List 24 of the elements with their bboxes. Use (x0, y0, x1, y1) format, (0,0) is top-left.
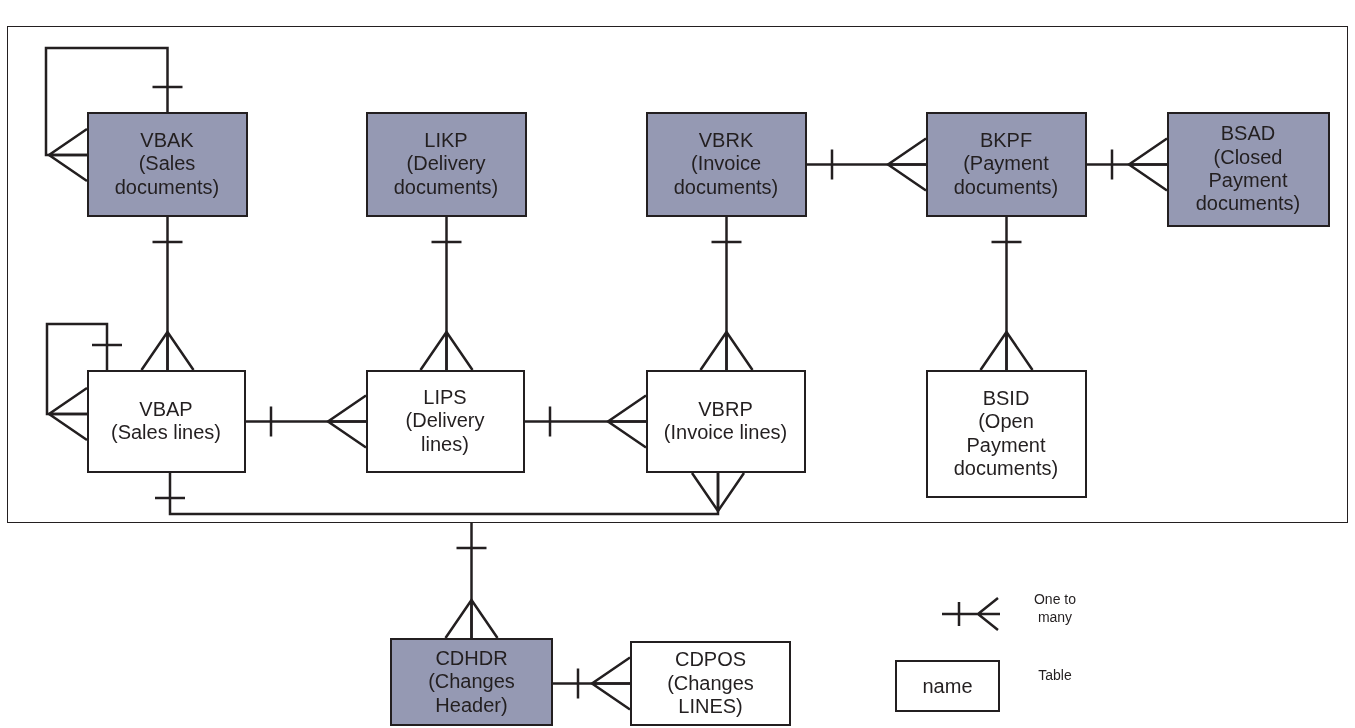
table-box: CDHDR (Changes Header) (390, 638, 553, 726)
table-box: LIKP (Delivery documents) (365, 111, 527, 217)
relationship-line (699, 217, 754, 372)
diagram-frame (7, 26, 1348, 523)
table-box: LIPS (Delivery lines) (365, 369, 525, 473)
legend-text: One to many (1033, 590, 1077, 627)
relationship-line (45, 322, 124, 442)
table-box: VBAP (Sales lines) (86, 369, 246, 473)
relationship-line (44, 46, 184, 183)
table-sample: name (895, 660, 1000, 712)
relationship-line (444, 523, 499, 640)
relationship-line (553, 656, 632, 711)
table-box: VBAK (Sales documents) (86, 111, 248, 217)
legend-text: Table (1037, 666, 1073, 685)
relationship-line (140, 217, 195, 372)
relationship-line (419, 217, 474, 372)
relationship-line (153, 471, 746, 516)
table-box: VBRP (Invoice lines) (645, 369, 806, 473)
table-box: BSID (Open Payment documents) (925, 369, 1087, 498)
table-box: CDPOS (Changes LINES) (630, 641, 791, 726)
table-box: BKPF (Payment documents) (925, 111, 1087, 217)
relationship-line (979, 217, 1034, 372)
table-box: BSAD (Closed Payment documents) (1166, 111, 1330, 227)
table-box: VBRK (Invoice documents) (645, 111, 807, 217)
